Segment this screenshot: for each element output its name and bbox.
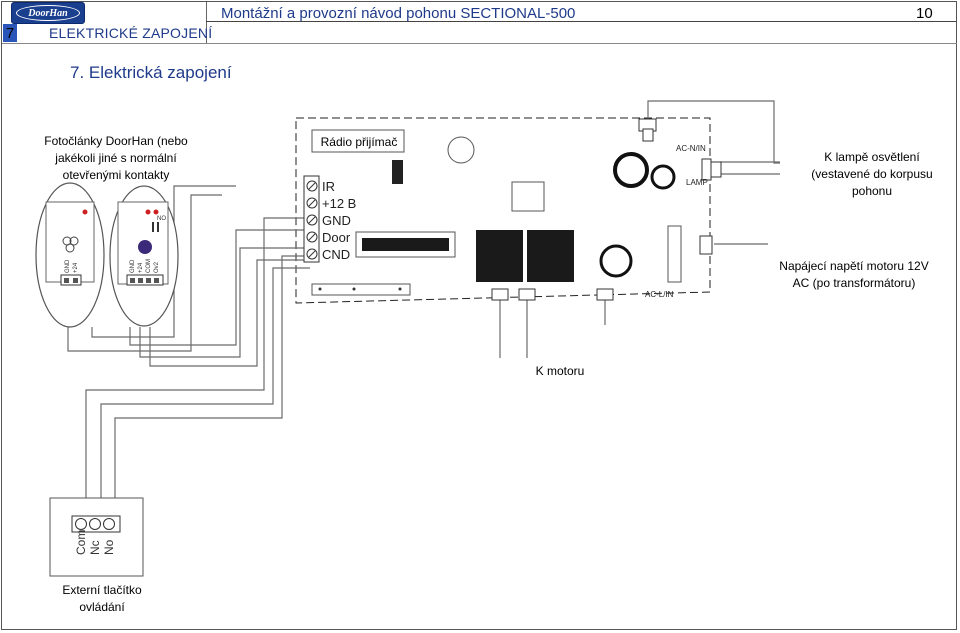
doorhan-logo: DoorHan — [11, 2, 85, 24]
label-line: K lampě osvětlení — [824, 150, 920, 164]
label-line: AC (po transformátoru) — [792, 276, 916, 290]
external-button-box — [49, 497, 144, 577]
document-title: Montážní a provozní návod pohonu SECTION… — [221, 5, 576, 22]
board-components — [311, 118, 722, 301]
pin-label: COM — [146, 259, 152, 273]
power-supply-label: Napájecí napětí motoru 12V AC (po transf… — [766, 258, 942, 292]
pin-label: +24 — [73, 262, 79, 273]
ac-n-in-label: AC-N/IN — [676, 144, 706, 153]
section-title: 7. Elektrická zapojení — [70, 63, 232, 82]
pin-label: GND — [130, 259, 136, 273]
photocell-left — [35, 182, 105, 328]
ac-l-in-label: AC-L/IN — [645, 290, 674, 299]
terminal-label: CND — [322, 247, 350, 262]
external-button-label: Externí tlačítko ovládání — [47, 582, 157, 616]
label-line: Externí tlačítko — [62, 583, 142, 597]
control-board-outline — [295, 117, 711, 304]
label-line: Fotočlánky DoorHan (nebo — [44, 134, 188, 148]
label-line: otevřenými kontakty — [62, 168, 170, 182]
pin-label: +24 — [138, 262, 144, 273]
lamp-connector-label: LAMP — [686, 178, 708, 187]
button-pin-label: No — [102, 539, 116, 555]
header-divider — [206, 21, 957, 22]
label-line: (vestavené do korpusu — [811, 167, 933, 181]
radio-receiver-label: Rádio přijímač — [320, 135, 398, 149]
terminal-label: Door — [322, 230, 351, 245]
chapter-number: 7 — [3, 24, 17, 42]
terminal-label: IR — [322, 179, 335, 194]
no-label: NO — [157, 216, 166, 222]
button-pin-label: Nc — [88, 540, 102, 555]
motor-label: K motoru — [535, 364, 585, 378]
chapter-title: ELEKTRICKÉ ZAPOJENÍ — [49, 25, 213, 41]
pin-label: GND — [65, 259, 71, 273]
label-line: pohonu — [851, 184, 893, 198]
button-pin-label: Com — [74, 530, 88, 555]
photocell-right — [109, 185, 179, 327]
lamp-label: K lampě osvětlení (vestavené do korpusu … — [797, 149, 947, 200]
header-divider — [2, 43, 957, 44]
terminal-label: GND — [322, 213, 351, 228]
header-divider — [206, 2, 207, 43]
terminal-block — [303, 175, 320, 263]
label-line: ovládání — [79, 600, 125, 614]
logo-text: DoorHan — [28, 7, 68, 19]
pin-label: Ov2 — [154, 261, 160, 273]
page-number: 10 — [916, 5, 933, 22]
terminal-label: +12 B — [322, 196, 356, 211]
label-line: Napájecí napětí motoru 12V — [779, 259, 929, 273]
photocells-label: Fotočlánky DoorHan (nebo jakékoli jiné s… — [40, 133, 192, 184]
label-line: jakékoli jiné s normální — [55, 151, 177, 165]
